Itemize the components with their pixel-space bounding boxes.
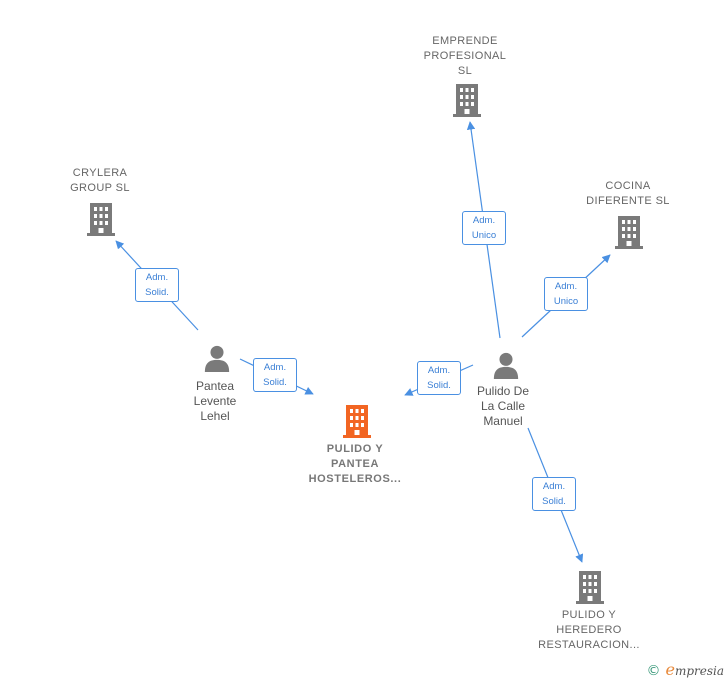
building-icon-cocina[interactable] [615, 216, 643, 249]
node-label-line: PULIDO Y [326, 443, 384, 455]
edge-label-line: Adm. [472, 215, 496, 226]
edge-label-line: Solid. [263, 377, 287, 388]
edge-label-line: Solid. [542, 496, 566, 507]
brand-logo: empresia [665, 660, 724, 679]
edge-label-line: Unico [471, 230, 497, 241]
node-label-crylera[interactable]: CRYLERA GROUP SL [55, 166, 145, 196]
building-icon-main[interactable] [343, 405, 371, 438]
building-icon-emprende[interactable] [453, 84, 481, 117]
copyright-icon: © [646, 663, 661, 679]
node-label-line: CRYLERA [72, 167, 128, 179]
node-label-line: COCINA [605, 180, 651, 192]
person-icon-pantea[interactable] [204, 345, 230, 372]
node-label-line: Levente [193, 394, 237, 408]
edge-label-line: Adm. [427, 365, 451, 376]
edge-label-pantea-to-main[interactable]: Adm. Solid. [253, 358, 297, 392]
node-label-line: Pulido De [476, 384, 530, 398]
edge-label-line: Adm. [145, 272, 169, 283]
node-label-line: La Calle [480, 399, 526, 413]
edge-label-line: Solid. [427, 380, 451, 391]
edge-label-line: Unico [553, 296, 579, 307]
node-label-line: HOSTELEROS... [308, 473, 402, 485]
node-label-main[interactable]: PULIDO Y PANTEA HOSTELEROS... [290, 442, 420, 487]
node-label-line: SL [457, 65, 473, 77]
edge-label-pulido_manuel-to-cocina[interactable]: Adm. Unico [544, 277, 588, 311]
edge-label-pulido_manuel-to-heredero[interactable]: Adm. Solid. [532, 477, 576, 511]
person-icon-pulido_manuel[interactable] [493, 352, 519, 379]
building-icon-heredero[interactable] [576, 571, 604, 604]
footer-brand: ©empresia [646, 660, 724, 679]
node-label-line: DIFERENTE SL [586, 195, 670, 207]
node-label-cocina[interactable]: COCINA DIFERENTE SL [573, 179, 683, 209]
edge-label-pulido_manuel-to-main[interactable]: Adm. Solid. [417, 361, 461, 395]
edge-label-line: Adm. [554, 281, 578, 292]
node-label-emprende[interactable]: EMPRENDE PROFESIONAL SL [410, 34, 520, 79]
node-label-line: PROFESIONAL [423, 50, 507, 62]
edge-label-line: Adm. [263, 362, 287, 373]
node-label-line: Lehel [200, 409, 230, 423]
edge-label-pulido_manuel-to-emprende[interactable]: Adm. Unico [462, 211, 506, 245]
node-label-line: Pantea [195, 379, 235, 393]
node-label-line: HEREDERO [556, 624, 622, 636]
node-label-line: RESTAURACION... [538, 639, 640, 651]
building-icon-crylera[interactable] [87, 203, 115, 236]
node-label-line: PULIDO Y [561, 609, 617, 621]
node-label-line: PANTEA [330, 458, 379, 470]
edge-label-pantea-to-crylera[interactable]: Adm. Solid. [135, 268, 179, 302]
node-label-heredero[interactable]: PULIDO Y HEREDERO RESTAURACION... [524, 608, 654, 653]
node-label-line: GROUP SL [70, 182, 130, 194]
node-label-line: Manuel [483, 414, 523, 428]
edge-label-line: Adm. [542, 481, 566, 492]
node-label-line: EMPRENDE [432, 35, 498, 47]
edge-label-line: Solid. [145, 287, 169, 298]
